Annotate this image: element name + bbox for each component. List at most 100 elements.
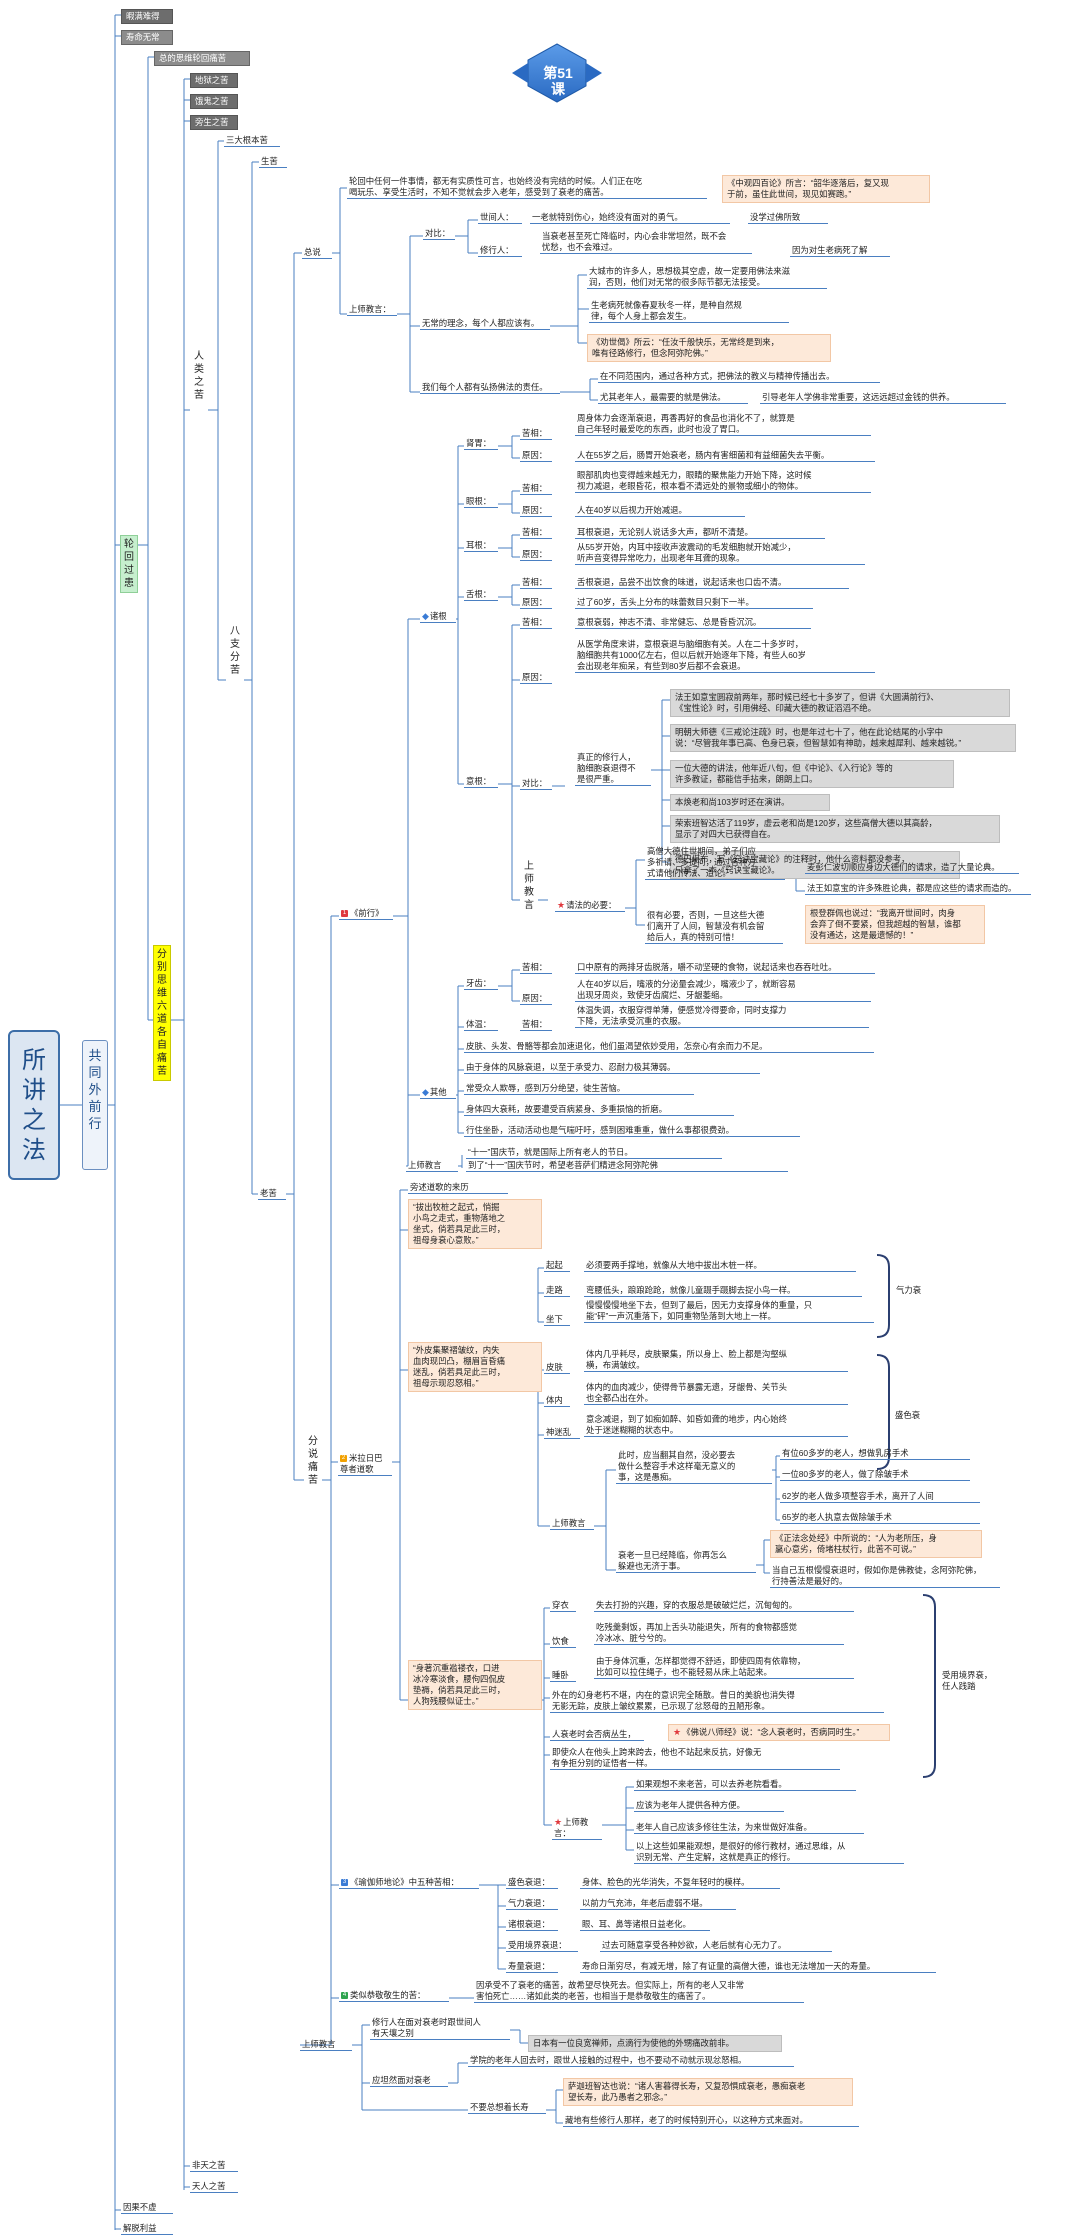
node-hearing-decline[interactable]: 耳根衰退，无论别人说话多大声，都听不清楚。 xyxy=(575,527,825,539)
node-illness-arise[interactable]: 人衰老时会否病丛生， xyxy=(550,1729,644,1741)
node-unable-to-enjoy[interactable]: 过去可随意享受各种妙欲，人老后就有心无力了。 xyxy=(600,1940,832,1952)
node-surgery-case-3[interactable]: 62岁的老人做多项整容手术，离开了人间 xyxy=(780,1491,980,1503)
node-surgery-case-2[interactable]: 一位80多岁的老人，做了除皱手术 xyxy=(780,1469,970,1481)
node-tibetan-practitioners[interactable]: 藏地有些修行人那样，老了的时候特别开心，以这种方式来面对。 xyxy=(563,2115,859,2127)
node-exposed-bones[interactable]: 体内的血肉减少，使得骨节暴露无遗，牙龈骨、关节头 也全都凸出在外。 xyxy=(584,1382,848,1405)
node-birth-suffering[interactable]: 生苦 xyxy=(259,156,287,168)
node-color-decline[interactable]: 盛色衰退： xyxy=(506,1877,558,1889)
node-guru-teaching-vertical[interactable]: 上 师 教 言 xyxy=(520,860,538,912)
node-body-degeneration[interactable]: 皮肤、头发、骨骼等都会加速退化，他们虽渴望依妙受用，怎奈心有余而力不足。 xyxy=(464,1041,874,1053)
node-reason-no-dharma[interactable]: 没学过佛所致 xyxy=(748,212,828,224)
quote-saddharma-sutra[interactable]: 《正法念处经》中所说的：“人为老所压，身 赢心意劣，倚堵柱杖行，此苦不可说。” xyxy=(770,1530,982,1558)
node-spread-dharma[interactable]: 我们每个人都有弘扬佛法的责任。 xyxy=(420,382,560,394)
node-spread-method[interactable]: 在不同范围内，通过各种方式，把佛法的教义与精神传播出去。 xyxy=(598,371,880,383)
node-practitioner-difference[interactable]: 修行人在面对衰老时跟世间人 有天壤之别 xyxy=(370,2017,510,2040)
label-suffering-aspect[interactable]: 苦相： xyxy=(520,527,552,539)
node-example-dharma-king[interactable]: 法王如意宝圆寂前两年，那时候已经七十多岁了，但讲《大圆满前行》、 《宝性论》时，… xyxy=(670,689,1010,717)
node-mind-decline[interactable]: 意根衰弱，神志不清、非常健忘、总是昏昏沉沉。 xyxy=(575,617,811,629)
node-city-people[interactable]: 大城市的许多人，思想极其空虚，故一定要用佛法来滋 润，否则，他们对无常的很多际节… xyxy=(587,266,827,289)
node-eight-sufferings[interactable]: 八 支 分 苦 xyxy=(226,625,244,677)
node-stepped-over[interactable]: 即使众人在他头上跨来跨去，他也不站起来反抗，好像无 有争拒分别的证悟者一样。 xyxy=(550,1747,840,1770)
node-guru-teaching-4[interactable]: 上师教言 xyxy=(300,2039,352,2051)
node-sitting-down[interactable]: 坐下 xyxy=(544,1314,570,1326)
node-help-elderly[interactable]: 应该为老年人提供各种方便。 xyxy=(634,1800,784,1812)
node-karma[interactable]: 因果不虚 xyxy=(121,2202,173,2214)
label-cause[interactable]: 原因： xyxy=(520,993,552,1005)
node-stooped-walk[interactable]: 弯腰低头，踉踉跄跄，就像儿童蹑手蹑脚去捉小鸟一样。 xyxy=(584,1285,862,1297)
node-taste-buds[interactable]: 过了60岁，舌头上分布的味蕾数目只剩下一半。 xyxy=(575,597,813,609)
label-suffering-aspect[interactable]: 苦相： xyxy=(520,617,552,629)
node-samsara-nature[interactable]: 轮回中任何一件事情，都无有实质性可言，也始终没有完结的时候。人们正在吃 喝玩乐、… xyxy=(347,176,707,199)
node-true-practitioner[interactable]: 真正的修行人， 脑细胞衰退得不 是很严重。 xyxy=(575,752,651,786)
label-cause[interactable]: 原因： xyxy=(520,672,552,684)
node-yogacara-five[interactable]: 3《瑜伽师地论》中五种苦相： xyxy=(339,1877,479,1889)
node-practice-phowa[interactable]: 老年人自己应该多修往生法，为来世做好准备。 xyxy=(634,1822,864,1834)
node-mind-faculty[interactable]: 意根： xyxy=(464,776,498,788)
node-reason-understanding[interactable]: 因为对生老病死了解 xyxy=(790,245,890,257)
node-others[interactable]: ◆其他 xyxy=(420,1087,456,1099)
node-example-khenpo[interactable]: 德巴堪布，写《窍诀宝藏论》的注释时，他什么资料都没参考， 只拿了一本《窍诀宝藏论… xyxy=(670,851,960,879)
label-cause[interactable]: 原因： xyxy=(520,505,552,517)
node-god-suffering[interactable]: 天人之苦 xyxy=(190,2181,238,2193)
node-digestion-decline[interactable]: 周身体力会逐渐衰退，再香再好的食品也消化不了，就算是 自己年轻时最爱吃的东西，此… xyxy=(575,413,871,436)
node-animal-suffering[interactable]: 旁生之苦 xyxy=(190,115,238,130)
node-asura-suffering[interactable]: 非天之苦 xyxy=(190,2160,238,2172)
quote-sakya-pandita[interactable]: 萨迦班智达也说：“诸人害暮得长寿，又复恐惧成衰老，愚痴衰老 望长寿，此乃愚者之邪… xyxy=(563,2078,853,2106)
node-nursing-home[interactable]: 如果观想不来老苦，可以去养老院看看。 xyxy=(634,1779,856,1791)
node-ryokan-story[interactable]: 日本有一位良宽禅师，点滴行为使他的外甥痛改前非。 xyxy=(528,2035,782,2052)
node-illnesses[interactable]: 身体四大衰耗，故要遭受百病紧身、多重损恼的折磨。 xyxy=(464,1104,734,1116)
quote-gendun-chophel[interactable]: 根登群佩也说过：“我离开世间时，肉身 会弃了倒不要紧，但我超越的智慧，谁都 没有… xyxy=(805,905,985,944)
node-example-longevity[interactable]: 荣索班智达活了119岁，虚云老和尚是120岁，这些高僧大德以其高龄， 显示了对四… xyxy=(670,815,1000,843)
node-skin[interactable]: 皮肤 xyxy=(544,1362,570,1374)
node-hard-movement[interactable]: 行住坐卧，活动活动也是气喘吁吁，感到困难重重，做什么事都很费劲。 xyxy=(464,1125,800,1137)
node-worldly-people[interactable]: 世间人： xyxy=(478,212,522,224)
node-hell-suffering[interactable]: 地狱之苦 xyxy=(190,73,238,88)
node-guru-teaching[interactable]: 上师教言： xyxy=(347,304,397,316)
node-hearing-cause[interactable]: 从55岁开始，内耳中接收声波震动的毛发细胞就开始减少， 听声音变得异常吃力，出现… xyxy=(575,542,865,565)
label-suffering-aspect[interactable]: 苦相： xyxy=(520,962,552,974)
node-request-method[interactable]: 高僧大德住世期间，弟子们应 多祈请、多提问，通过各种方 式请他们传法、造论。 xyxy=(645,846,785,880)
label-suffering-aspect[interactable]: 苦相： xyxy=(520,428,552,440)
node-liberation[interactable]: 解脱利益 xyxy=(121,2223,173,2235)
node-general-explanation[interactable]: 总说 xyxy=(302,247,332,259)
node-saliva-decrease[interactable]: 人在40岁以后，嘴液的分泌量会减少，嘴液少了，就断容易 出现牙周炎，致使牙齿腐烂… xyxy=(575,979,871,1002)
node-national-day[interactable]: “十一”国庆节，就是国际上所有老人的节日。 xyxy=(466,1147,722,1159)
node-faculties-decline[interactable]: 诸根衰退： xyxy=(506,1919,558,1931)
node-samsara-suffering-general[interactable]: 总的思维轮回痛苦 xyxy=(154,51,250,66)
node-practice-material[interactable]: 以上这些如果能观想，是很好的修行教材，通过思维，从 识别无常、产生定解，这就是真… xyxy=(634,1841,904,1864)
node-guru-teaching-2[interactable]: 上师教言 xyxy=(550,1518,594,1530)
node-cannot-escape[interactable]: 衰老一旦已经降临，你再怎么 躲避也无济于事。 xyxy=(616,1550,756,1573)
quote-madhyamaka-400[interactable]: 《中观四百论》所言：“韶华逐落后，复又现 于前，虽住此世间，现见如赛跑。” xyxy=(722,175,930,203)
node-teeth[interactable]: 牙齿： xyxy=(464,978,498,990)
node-body-temperature[interactable]: 体温： xyxy=(464,1019,498,1031)
node-lifespan-decline[interactable]: 寿量衰退： xyxy=(506,1961,558,1973)
node-comparison[interactable]: 对比： xyxy=(520,778,552,790)
node-strength-decline-2[interactable]: 气力衰退： xyxy=(506,1898,558,1910)
quote-cold-food-verse[interactable]: “身著沉重褴褛衣，口进 冰冷寒淡食，腰佝四侃皮 垫褥，倘若具足此三时， 人狗残腰… xyxy=(408,1660,542,1710)
node-human-suffering[interactable]: 人 类 之 苦 xyxy=(190,350,208,402)
label-suffering-aspect[interactable]: 苦相： xyxy=(520,483,552,495)
node-recite-buddha[interactable]: 当自己五根慢慢衰退时，假如你是佛教徒，念阿弥陀佛， 行持善法是最好的。 xyxy=(770,1565,1000,1588)
node-teeth-loss[interactable]: 口中原有的两排牙齿脱落，嚼不动坚硬的食物，说起话来也吞吞吐吐。 xyxy=(575,962,875,974)
node-sitting-heavily[interactable]: 慢慢慢慢地坐下去，但到了最后，因无力支撑身体的重量，只 能“砰”一声沉重落下，如… xyxy=(584,1300,874,1323)
node-walking[interactable]: 走路 xyxy=(544,1285,570,1297)
node-face-aging[interactable]: 应坦然面对衰老 xyxy=(370,2075,448,2087)
node-practitioner-calm[interactable]: 当衰老甚至死亡降临时，内心会非常坦然，既不会 忧愁，也不会难过。 xyxy=(540,231,752,254)
node-surgery-case-1[interactable]: 有位60多岁的老人，想做乳房手术 xyxy=(780,1448,970,1460)
node-enjoyment-decline-2[interactable]: 受用境界衰退： xyxy=(506,1940,578,1952)
node-impermanence[interactable]: 寿命无常 xyxy=(121,30,173,45)
node-no-cosmetic-surgery[interactable]: 此时，应当翻其自然，没必要去 做什么整容手术这样毫无意义的 事，这是愚痴。 xyxy=(616,1450,772,1484)
node-natural-law[interactable]: 生老病死就像春夏秋冬一样，是种自然规 律，每个人身上都会发生。 xyxy=(589,300,789,323)
node-song-origin[interactable]: 旁述道歌的来历 xyxy=(408,1182,508,1194)
node-tongue-faculty[interactable]: 舌根： xyxy=(464,589,498,601)
label-cause[interactable]: 原因： xyxy=(520,549,552,561)
node-weak[interactable]: 以前力气充沛，年老后虚弱不堪。 xyxy=(580,1898,736,1910)
node-taste-decline[interactable]: 舌根衰退，品尝不出饮食的味道，说起话来也口齿不清。 xyxy=(575,577,849,589)
node-bullied[interactable]: 常受众人欺辱，感到万分绝望，徒生苦恼。 xyxy=(464,1083,694,1095)
quote-eight-teachers-sutra[interactable]: ★《佛说八师经》说：“念人衰老时，否病同时生。” xyxy=(668,1724,890,1741)
quote-stake-verse[interactable]: “拔出牧桩之起式，悄掘 小鸟之走式，重物落地之 坐式，倘若具足此三时， 祖母身衰… xyxy=(408,1199,542,1249)
root-title[interactable]: 所 讲 之 法 xyxy=(8,1030,60,1180)
node-no-anger[interactable]: 学院的老年人回去时，跟世人接触的过程中，也不要动不动就示现忿怒相。 xyxy=(468,2055,794,2067)
node-three-root-sufferings[interactable]: 三大根本苦 xyxy=(224,135,280,147)
